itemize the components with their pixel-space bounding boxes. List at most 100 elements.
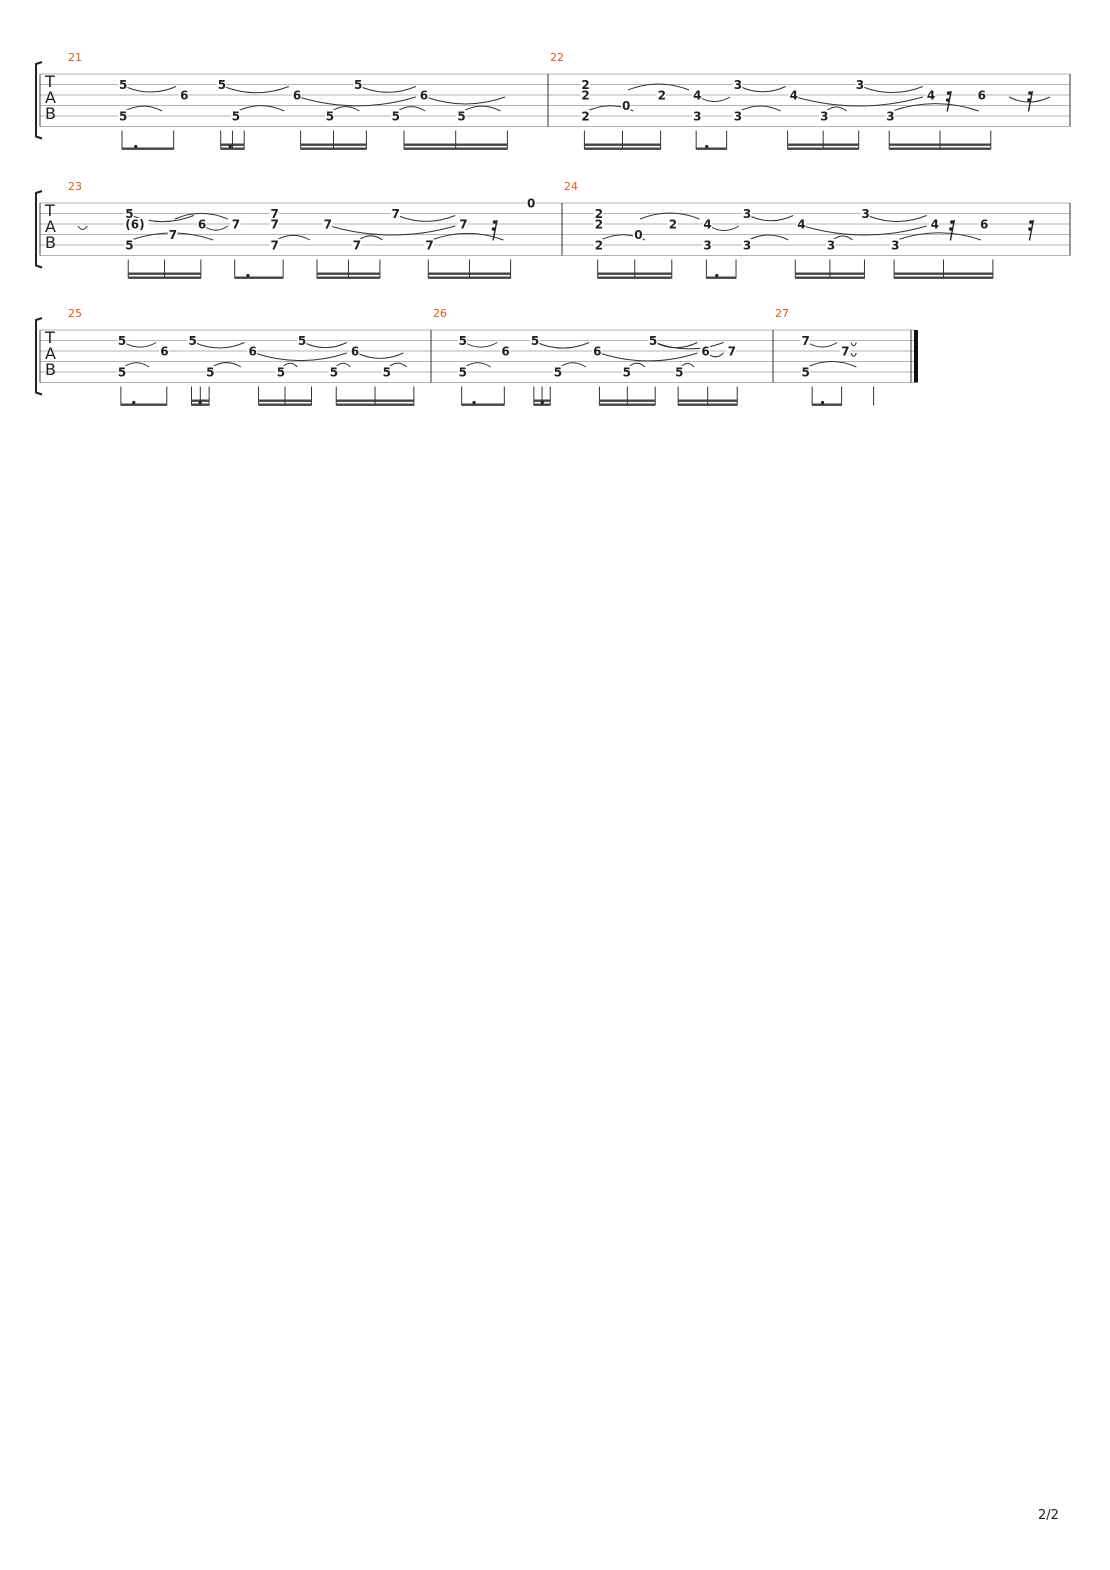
fret-knockout	[800, 366, 810, 378]
fret-knockout	[458, 218, 468, 230]
fret-number: 6	[978, 89, 986, 103]
slur-tie	[832, 235, 853, 241]
system-bracket	[35, 190, 43, 269]
fret-number: 5	[125, 207, 133, 221]
fret-number: 7	[728, 345, 736, 359]
fret-knockout	[247, 345, 257, 357]
fret-number: 6	[980, 218, 988, 232]
fret-number: 6	[160, 345, 168, 359]
fret-knockout	[205, 366, 215, 378]
fret-knockout	[230, 110, 241, 122]
fret-knockout	[593, 207, 604, 220]
tab-clef-letter: B	[45, 360, 56, 379]
slur-tie	[698, 96, 731, 103]
rest-symbol	[1027, 90, 1034, 112]
fret-knockout	[621, 99, 631, 112]
fret-knockout	[324, 110, 335, 122]
slur-tie	[739, 86, 786, 93]
slur-tie	[298, 96, 416, 107]
fret-number: 6	[198, 218, 206, 232]
fret-number: 4	[703, 218, 711, 232]
fret-number: 5	[459, 366, 467, 380]
rhythm-dot	[820, 400, 825, 405]
fret-knockout	[854, 78, 865, 91]
slur-tie	[807, 342, 838, 348]
fret-knockout	[580, 89, 590, 101]
slur-tie	[329, 225, 456, 236]
fret-number: 5	[277, 366, 285, 380]
fret-number: 5	[330, 366, 338, 380]
fret-number: 3	[693, 110, 701, 124]
rhythm-dot	[715, 273, 719, 278]
slur-tie	[425, 96, 506, 105]
fret-number: 5	[125, 239, 133, 253]
fret-knockout	[979, 218, 989, 230]
fret-number: 6	[351, 345, 359, 359]
fret-knockout	[800, 334, 810, 347]
fret-knockout	[322, 218, 333, 230]
fret-knockout	[269, 207, 279, 220]
fret-number: 2	[581, 78, 589, 92]
fret-number: 7	[270, 239, 278, 253]
fret-number: 3	[734, 110, 742, 124]
rhythm-beam	[122, 147, 174, 150]
fret-knockout	[796, 218, 806, 230]
slur-tie	[536, 342, 590, 349]
fret-number: 5	[649, 334, 657, 348]
fret-number: 5	[457, 110, 465, 124]
slur-tie	[123, 362, 150, 368]
measure-number: 25	[68, 307, 82, 320]
rhythm-dot	[132, 400, 136, 405]
fret-knockout	[187, 334, 197, 347]
slur-tie	[237, 105, 285, 112]
tab-clef-letter: A	[45, 344, 56, 363]
fret-knockout	[929, 218, 940, 230]
slur-tie	[397, 106, 426, 112]
fret-knockout	[118, 78, 128, 91]
fret-number: 7	[841, 345, 849, 359]
slur-tie	[748, 215, 794, 222]
fret-knockout	[819, 110, 829, 122]
slur-tie	[174, 212, 228, 220]
fret-knockout	[124, 239, 134, 251]
fret-number: 7	[270, 218, 278, 232]
fret-number: 5	[801, 366, 809, 380]
fret-knockout	[593, 218, 604, 230]
fret-number: 5	[554, 366, 562, 380]
fret-knockout	[788, 89, 799, 101]
fret-knockout	[291, 89, 302, 101]
slur-tie	[331, 106, 360, 112]
fret-knockout	[418, 89, 429, 101]
fret-number: 2	[669, 218, 677, 232]
rhythm-beam	[234, 276, 284, 279]
slur-tie	[739, 105, 781, 112]
fret-number: 7	[459, 218, 467, 232]
fret-knockout	[390, 110, 401, 122]
fret-knockout	[116, 366, 127, 378]
fret-knockout	[647, 334, 658, 347]
measure-number: 21	[68, 51, 82, 64]
fret-number: 7	[232, 218, 240, 232]
slur-tie	[680, 362, 695, 368]
slur-tie	[124, 105, 163, 112]
fret-number: 5	[218, 78, 226, 92]
fret-knockout	[124, 207, 134, 220]
fret-knockout	[726, 345, 737, 357]
slur-tie	[795, 96, 923, 107]
fret-number: 0	[622, 99, 630, 113]
slur-tie	[599, 352, 698, 362]
fret-number: 6	[701, 345, 709, 359]
fret-knockout	[621, 366, 632, 378]
fret-number: 5	[459, 334, 467, 348]
fret-knockout	[885, 110, 895, 122]
fret-number: 5	[675, 366, 683, 380]
rhythm-beam	[812, 403, 842, 406]
fret-knockout	[840, 345, 850, 357]
fret-number: 2	[595, 218, 603, 232]
fret-knockout	[269, 239, 279, 251]
fret-number: 5	[232, 110, 240, 124]
